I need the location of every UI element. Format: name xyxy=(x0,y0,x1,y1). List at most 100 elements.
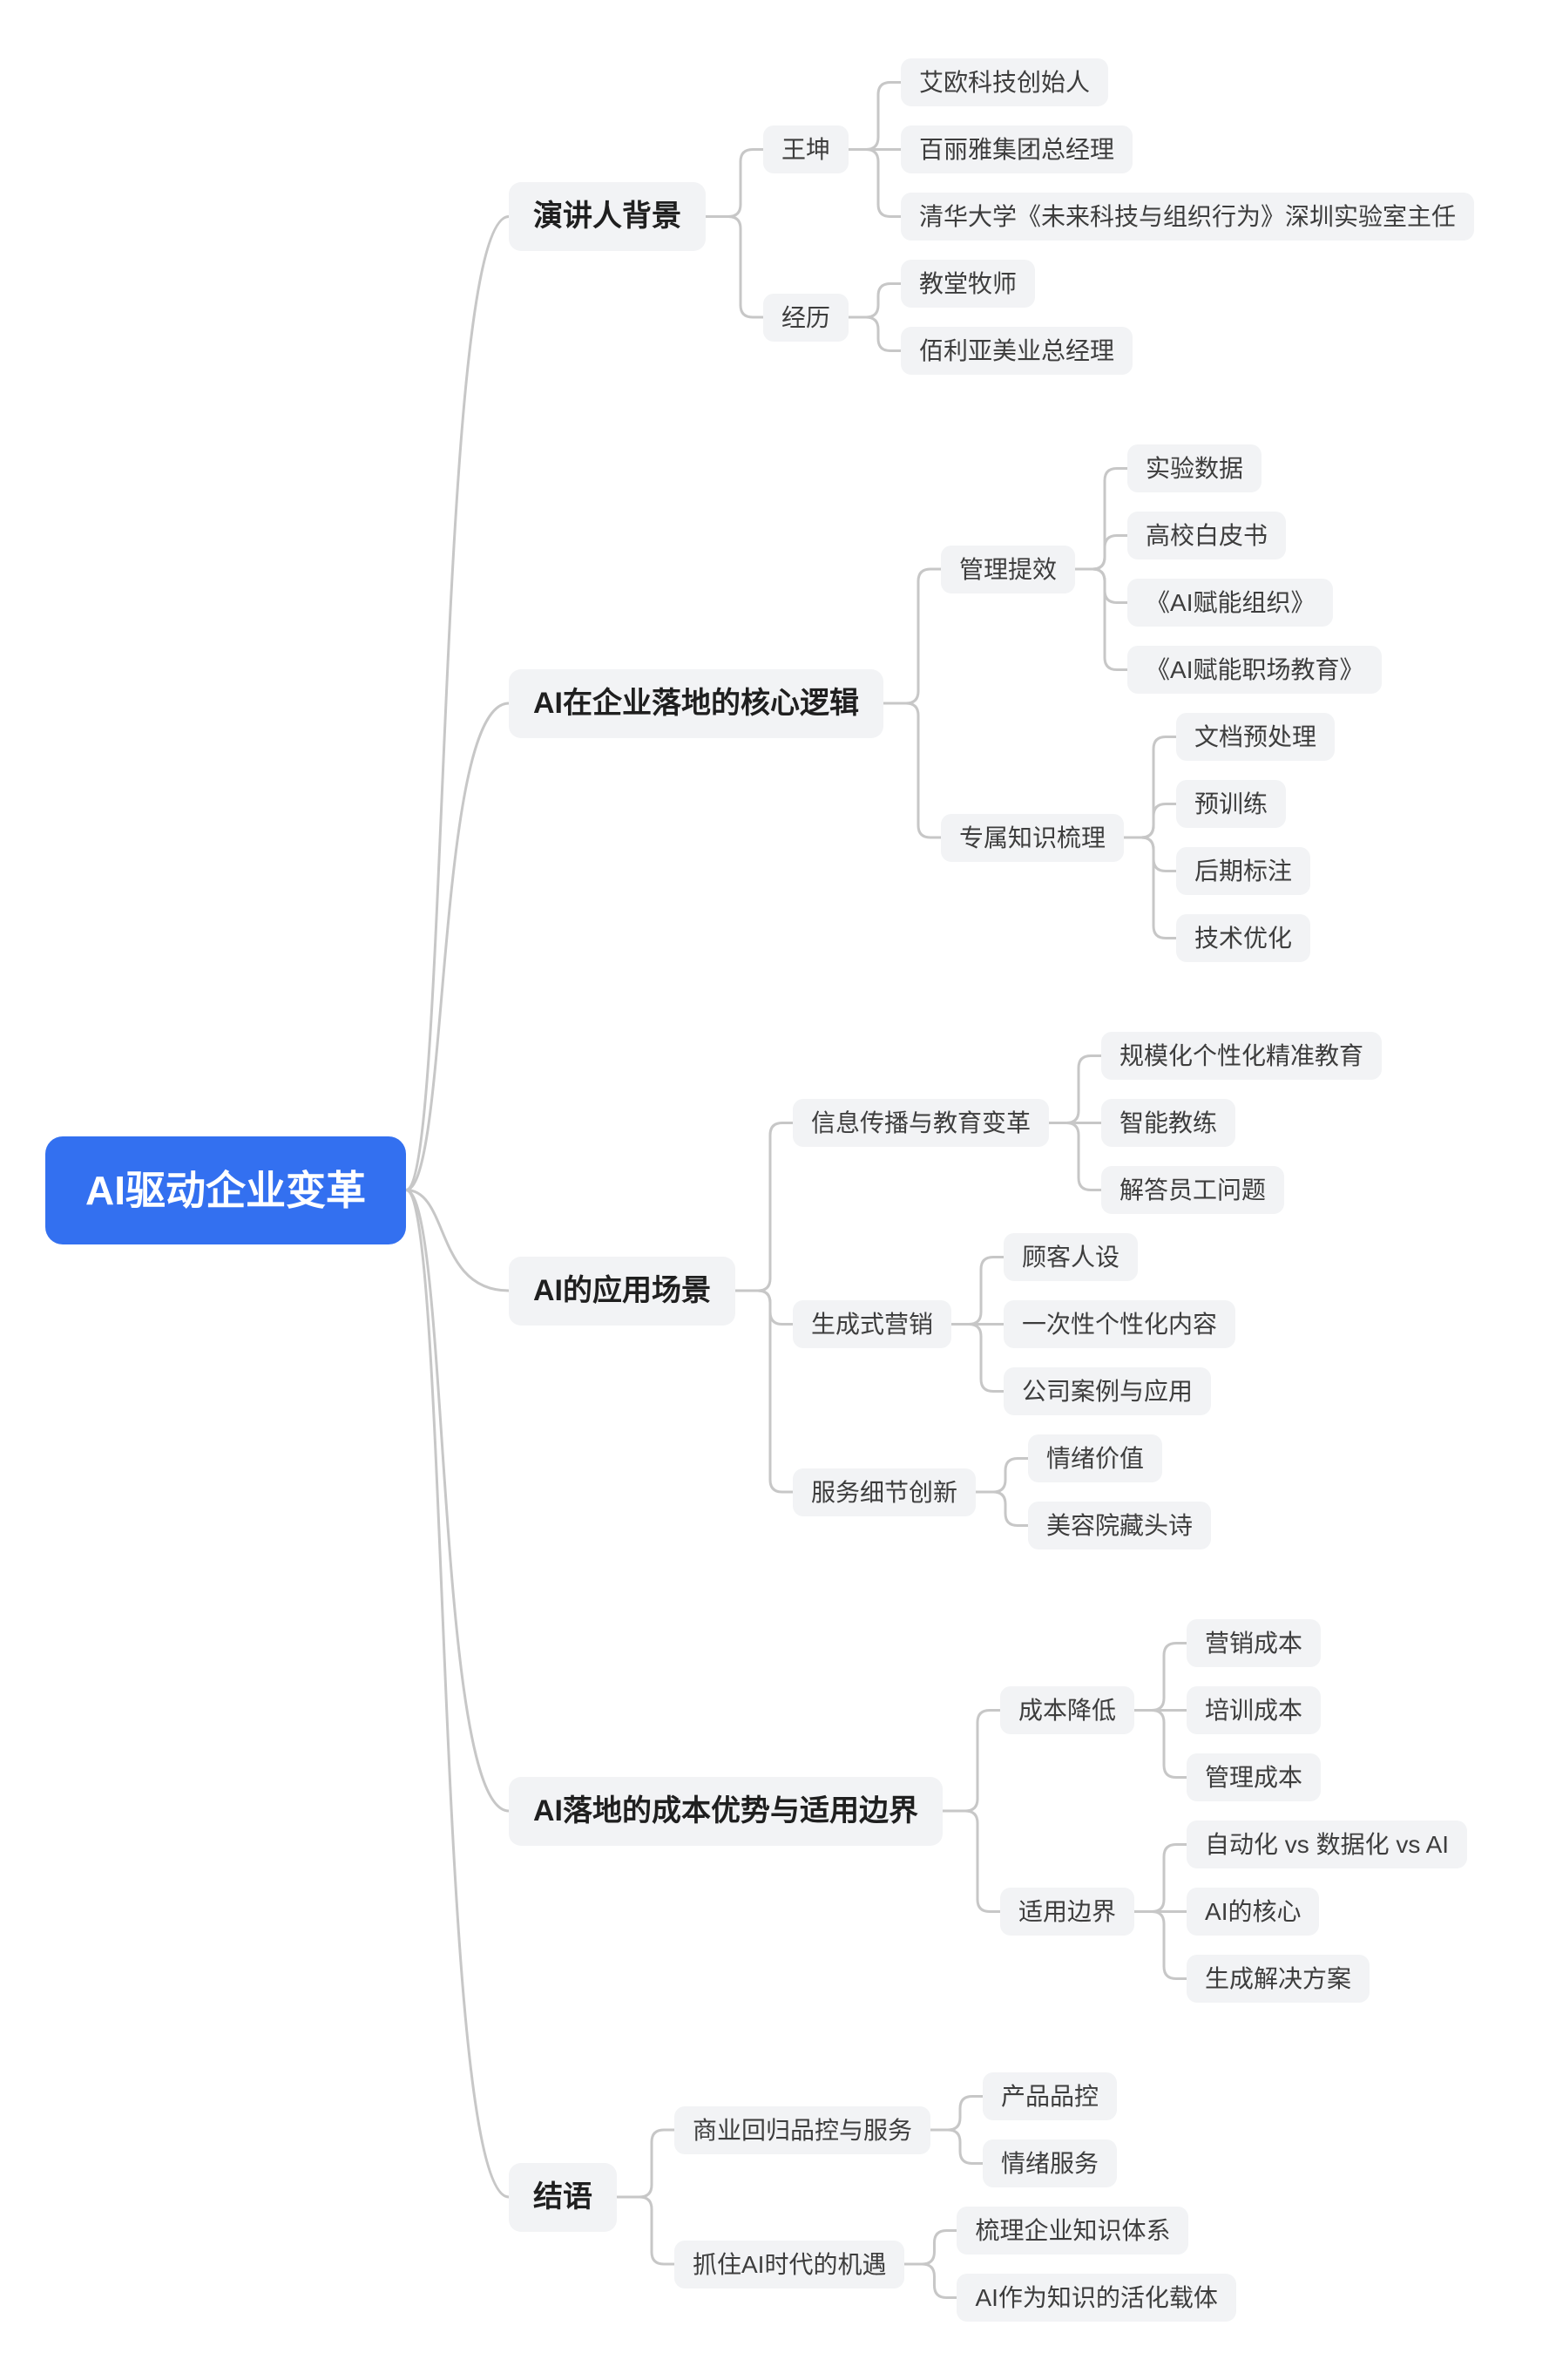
mindmap-branch: AI作为知识的活化载体 xyxy=(957,2274,1236,2322)
topic-node[interactable]: 服务细节创新 xyxy=(793,1468,977,1516)
mindmap-branch: 技术优化 xyxy=(1176,914,1335,962)
topic-node[interactable]: 后期标注 xyxy=(1176,847,1311,895)
node-label: 营销成本 xyxy=(1205,1630,1303,1657)
topic-node[interactable]: 专属知识梳理 xyxy=(941,813,1125,862)
topic-node[interactable]: 佰利亚美业总经理 xyxy=(901,327,1133,375)
node-label: 情绪价值 xyxy=(1046,1445,1145,1472)
branch-node[interactable]: 结语 xyxy=(509,2162,617,2232)
mindmap-branch: 产品品控 xyxy=(983,2072,1118,2120)
topic-node[interactable]: 艾欧科技创始人 xyxy=(901,58,1109,106)
topic-node[interactable]: 生成式营销 xyxy=(793,1300,952,1348)
topic-node[interactable]: 一次性个性化内容 xyxy=(1004,1300,1236,1348)
topic-node[interactable]: 梳理企业知识体系 xyxy=(957,2207,1189,2255)
connector-line xyxy=(847,315,903,352)
mindmap-branch: 自动化 vs 数据化 vs AI xyxy=(1187,1821,1468,1868)
mindmap-branch: 成本降低 营销成本 培训成本 管理成本 xyxy=(1000,1619,1467,1801)
topic-node[interactable]: 技术优化 xyxy=(1176,914,1311,962)
node-label: 抓住AI时代的机遇 xyxy=(693,2250,887,2278)
mindmap-branch: 管理提效 实验数据 高校白皮书 《AI赋能组织》 《AI赋能职场教育》 xyxy=(941,444,1383,694)
topic-node[interactable]: 预训练 xyxy=(1176,780,1287,828)
topic-node[interactable]: 产品品控 xyxy=(983,2072,1118,2120)
node-label: AI的核心 xyxy=(1205,1898,1302,1925)
topic-node[interactable]: 高校白皮书 xyxy=(1127,512,1287,559)
topic-node[interactable]: 成本降低 xyxy=(1000,1686,1135,1734)
topic-node[interactable]: 文档预处理 xyxy=(1176,713,1336,761)
topic-node[interactable]: 顾客人设 xyxy=(1004,1233,1139,1281)
topic-node[interactable]: 生成解决方案 xyxy=(1187,1955,1370,2003)
mindmap-branch: 专属知识梳理 文档预处理 预训练 后期标注 技术优化 xyxy=(941,713,1382,962)
topic-node[interactable]: 清华大学《未来科技与组织行为》深圳实验室主任 xyxy=(901,193,1475,241)
connector-line xyxy=(734,1289,795,1494)
topic-node[interactable]: AI作为知识的活化载体 xyxy=(957,2274,1236,2322)
mindmap-branch: 王坤 艾欧科技创始人 百丽雅集团总经理 清华大学《未来科技与组织行为》深圳实验室… xyxy=(763,58,1475,241)
connector-line xyxy=(404,1189,511,1292)
branch-node[interactable]: AI在企业落地的核心逻辑 xyxy=(509,668,883,738)
mindmap-branch: 《AI赋能组织》 xyxy=(1127,579,1382,627)
node-label: 公司案例与应用 xyxy=(1022,1378,1194,1405)
branch-node[interactable]: 演讲人背景 xyxy=(509,182,706,251)
mindmap-branch: 预训练 xyxy=(1176,780,1335,828)
children-group: 营销成本 培训成本 管理成本 xyxy=(1187,1619,1322,1801)
topic-node[interactable]: 适用边界 xyxy=(1000,1888,1135,1936)
node-label: 结语 xyxy=(533,2180,592,2214)
topic-node[interactable]: 管理提效 xyxy=(941,545,1076,593)
topic-node[interactable]: 智能教练 xyxy=(1101,1099,1236,1147)
mindmap-branch: 顾客人设 xyxy=(1004,1233,1235,1281)
branch-node[interactable]: AI落地的成本优势与适用边界 xyxy=(509,1776,943,1846)
children-group: 梳理企业知识体系 AI作为知识的活化载体 xyxy=(957,2207,1236,2322)
node-label: 管理成本 xyxy=(1205,1764,1303,1791)
children-group: 管理提效 实验数据 高校白皮书 《AI赋能组织》 《AI赋能职场教育》 专属知识… xyxy=(941,444,1383,962)
topic-node[interactable]: 商业回归品控与服务 xyxy=(674,2105,931,2154)
branch-node[interactable]: AI的应用场景 xyxy=(509,1256,735,1326)
node-label: 《AI赋能组织》 xyxy=(1146,589,1316,616)
mindmap-branch: 生成解决方案 xyxy=(1187,1955,1467,2003)
topic-node[interactable]: 情绪价值 xyxy=(1028,1434,1163,1482)
mindmap-branch: AI的核心 xyxy=(1187,1888,1467,1936)
children-group: 艾欧科技创始人 百丽雅集团总经理 清华大学《未来科技与组织行为》深圳实验室主任 xyxy=(901,58,1475,241)
mindmap-branch: 清华大学《未来科技与组织行为》深圳实验室主任 xyxy=(901,193,1475,241)
topic-node[interactable]: 实验数据 xyxy=(1127,444,1262,492)
topic-node[interactable]: 营销成本 xyxy=(1187,1619,1322,1667)
topic-node[interactable]: 抓住AI时代的机遇 xyxy=(674,2240,905,2288)
topic-node[interactable]: 情绪服务 xyxy=(983,2139,1118,2187)
mindmap-branch: 解答员工问题 xyxy=(1101,1166,1382,1214)
topic-node[interactable]: 经历 xyxy=(763,293,849,342)
connector-line xyxy=(950,1323,1005,1393)
children-group: 商业回归品控与服务 产品品控 情绪服务 抓住AI时代的机遇 梳理企业知识体系 A… xyxy=(674,2072,1236,2322)
mindmap-branch: 佰利亚美业总经理 xyxy=(901,327,1133,375)
topic-node[interactable]: 自动化 vs 数据化 vs AI xyxy=(1187,1821,1468,1868)
connector-line xyxy=(404,1189,511,2199)
node-label: 适用边界 xyxy=(1018,1898,1117,1925)
topic-node[interactable]: 教堂牧师 xyxy=(901,260,1036,308)
connector-line xyxy=(903,2262,958,2299)
topic-node[interactable]: 培训成本 xyxy=(1187,1686,1322,1734)
topic-node[interactable]: 规模化个性化精准教育 xyxy=(1101,1032,1383,1080)
topic-node[interactable]: 王坤 xyxy=(763,125,849,173)
topic-node[interactable]: 《AI赋能组织》 xyxy=(1127,579,1334,627)
mindmap-branch: 美容院藏头诗 xyxy=(1028,1502,1212,1549)
node-label: 解答员工问题 xyxy=(1119,1176,1267,1204)
children-group: 产品品控 情绪服务 xyxy=(983,2072,1118,2187)
mindmap-branch: 实验数据 xyxy=(1127,444,1382,492)
topic-node[interactable]: 信息传播与教育变革 xyxy=(793,1099,1050,1147)
topic-node[interactable]: 解答员工问题 xyxy=(1101,1166,1285,1214)
node-label: 智能教练 xyxy=(1119,1109,1218,1136)
node-label: 预训练 xyxy=(1194,790,1268,817)
children-group: 王坤 艾欧科技创始人 百丽雅集团总经理 清华大学《未来科技与组织行为》深圳实验室… xyxy=(763,58,1475,375)
topic-node[interactable]: 公司案例与应用 xyxy=(1004,1367,1212,1415)
topic-node[interactable]: 美容院藏头诗 xyxy=(1028,1502,1212,1549)
topic-node[interactable]: 百丽雅集团总经理 xyxy=(901,125,1133,173)
topic-node[interactable]: 《AI赋能职场教育》 xyxy=(1127,646,1383,694)
mindmap-branch: AI驱动企业变革 演讲人背景 王坤 艾欧科技创始人 百丽雅集团总经理 清华大学《… xyxy=(45,58,1475,2322)
topic-node[interactable]: AI的核心 xyxy=(1187,1888,1320,1936)
mindmap-branch: 营销成本 xyxy=(1187,1619,1322,1667)
node-label: 自动化 vs 数据化 vs AI xyxy=(1205,1831,1450,1858)
mindmap-branch: 管理成本 xyxy=(1187,1753,1322,1801)
connector-line xyxy=(615,2195,676,2266)
topic-node[interactable]: 管理成本 xyxy=(1187,1753,1322,1801)
node-label: 王坤 xyxy=(781,136,831,163)
children-group: 规模化个性化精准教育 智能教练 解答员工问题 xyxy=(1101,1032,1383,1214)
root-node[interactable]: AI驱动企业变革 xyxy=(45,1136,406,1244)
node-label: 美容院藏头诗 xyxy=(1046,1512,1194,1539)
